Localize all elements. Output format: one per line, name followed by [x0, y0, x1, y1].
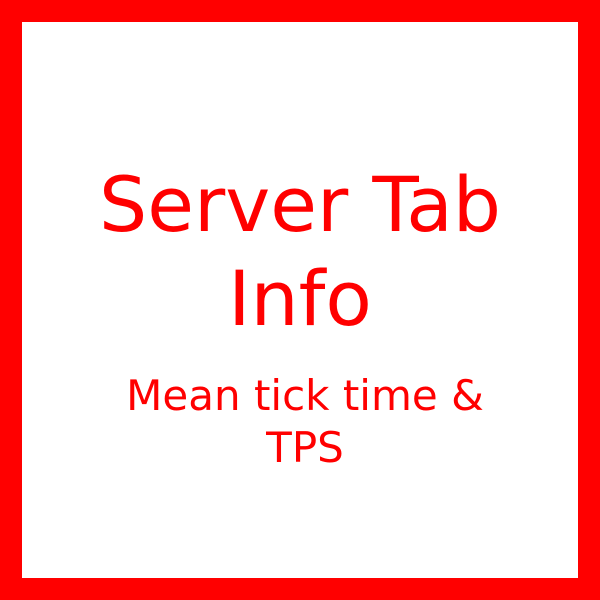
subtitle: Mean tick time & TPS: [0, 370, 600, 474]
title-line-2: Info: [228, 254, 372, 343]
main-title: Server Tab Info: [0, 158, 600, 346]
subtitle-line-1: Mean tick time &: [126, 371, 484, 420]
subtitle-line-2: TPS: [266, 423, 344, 472]
title-line-1: Server Tab: [98, 160, 502, 249]
